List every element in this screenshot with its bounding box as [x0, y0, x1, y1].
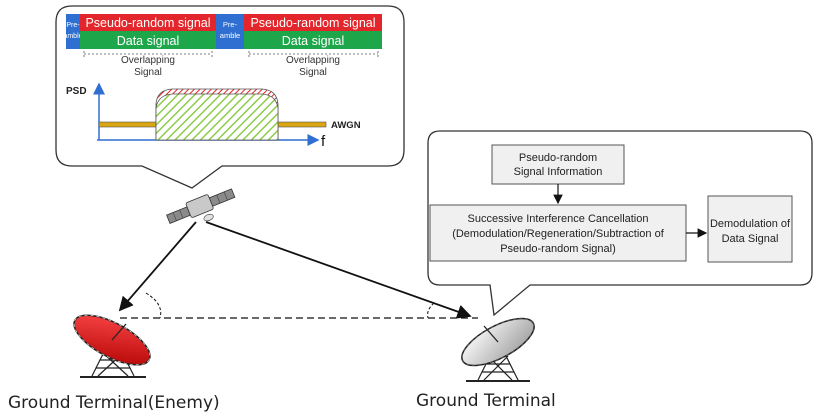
- pseudo-random-label-1: Pseudo-random signal: [85, 16, 210, 30]
- enemy-terminal-label: Ground Terminal(Enemy): [8, 393, 220, 413]
- demod-box-line-2: Data Signal: [722, 233, 779, 245]
- enemy-dish-feed: [111, 323, 127, 341]
- psd-axis-label: PSD: [66, 86, 87, 97]
- friendly-terminal-label: Ground Terminal: [416, 391, 556, 411]
- demodulation-box: [707, 195, 793, 263]
- preamble-block-2: [216, 14, 244, 49]
- data-spectrum: [155, 93, 279, 141]
- frame-structure: Pre- amble Pseudo-random signal Data sig…: [63, 14, 382, 49]
- sic-box-line-3: Pseudo-random Signal): [500, 243, 616, 255]
- overlapping-span-2: [248, 51, 379, 57]
- preamble-label-2b: amble: [220, 31, 240, 40]
- pseudo-random-block-1: [80, 14, 216, 31]
- data-label-2: Data signal: [282, 34, 345, 48]
- data-block-2: [244, 31, 382, 49]
- friendly-dish-rim: [461, 318, 535, 366]
- pseudo-random-label-2: Pseudo-random signal: [250, 16, 375, 30]
- friendly-elevation-arc: [427, 302, 435, 319]
- enemy-elevation-arc: [145, 292, 162, 319]
- preamble-block-1: [66, 14, 80, 49]
- overlapping-label-2b: Signal: [299, 67, 327, 78]
- psd-plot: PSD f AWGN: [66, 82, 361, 150]
- downlink-friendly: [205, 221, 472, 319]
- overlapping-label-1a: Overlapping: [121, 55, 175, 66]
- awgn-label: AWGN: [331, 120, 361, 131]
- preamble-label-2a: Pre-: [223, 20, 238, 29]
- pseudo-random-block-2: [244, 14, 382, 31]
- info-box-line-2: Signal Information: [514, 166, 603, 178]
- enemy-dish-icon: [73, 314, 151, 378]
- preamble-label-1a: Pre-: [66, 22, 80, 29]
- frequency-axis-label: f: [321, 133, 326, 150]
- enemy-dish-rim: [73, 314, 151, 366]
- friendly-dish-feed: [483, 325, 499, 343]
- overlapping-label-1b: Signal: [134, 67, 162, 78]
- pseudo-random-info-box: [491, 144, 625, 185]
- overlapping-label-2a: Overlapping: [286, 55, 340, 66]
- sic-box: [429, 204, 687, 262]
- preamble-label-1b: amble: [63, 33, 82, 40]
- demod-box-line-1: Demodulation of: [710, 218, 791, 230]
- data-block-1: [80, 31, 216, 49]
- downlink-enemy: [118, 221, 197, 312]
- data-label-1: Data signal: [117, 34, 180, 48]
- sic-box-line-1: Successive Interference Cancellation: [468, 213, 649, 225]
- friendly-dish-icon: [461, 317, 535, 382]
- satellite-icon: [166, 188, 236, 224]
- sic-box-line-2: (Demodulation/Regeneration/Subtraction o…: [452, 228, 665, 240]
- info-box-line-1: Pseudo-random: [519, 152, 597, 164]
- overlapping-span-1: [83, 51, 213, 57]
